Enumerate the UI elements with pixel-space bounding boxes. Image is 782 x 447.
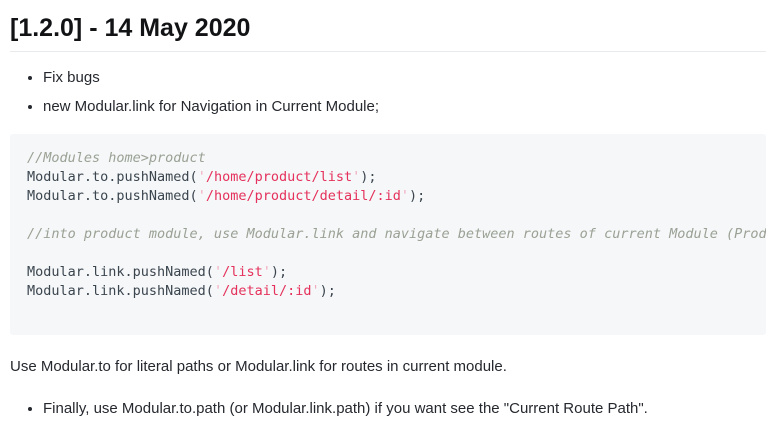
list-item: Finally, use Modular.to.path (or Modular…	[43, 399, 766, 419]
code-blank-line	[27, 206, 766, 225]
code-line: //Modules home>product	[27, 149, 766, 168]
section-divider	[10, 51, 766, 52]
code-text: Modular.link.pushNamed(	[27, 264, 214, 280]
code-comment: //Modules home>product	[27, 150, 206, 166]
changelog-section: [1.2.0] - 14 May 2020 Fix bugs new Modul…	[0, 14, 782, 419]
code-quote: '	[400, 188, 410, 204]
code-text: );	[360, 169, 377, 185]
code-string: /home/product/detail/:id	[205, 188, 401, 204]
notes-list: Finally, use Modular.to.path (or Modular…	[10, 399, 766, 419]
code-text: );	[319, 283, 336, 299]
code-blank-line	[27, 244, 766, 263]
code-text: );	[409, 188, 426, 204]
code-quote: '	[213, 264, 223, 280]
code-line: Modular.link.pushNamed('/list');	[27, 263, 766, 282]
code-text: Modular.to.pushNamed(	[27, 188, 198, 204]
body-paragraph: Use Modular.to for literal paths or Modu…	[10, 358, 507, 375]
list-item: Fix bugs	[43, 68, 766, 88]
code-quote: '	[262, 264, 271, 280]
code-quote: '	[352, 169, 361, 185]
code-comment: //into product module, use Modular.link …	[27, 226, 766, 242]
code-line: Modular.to.pushNamed('/home/product/list…	[27, 168, 766, 187]
code-text: Modular.link.pushNamed(	[27, 283, 214, 299]
changes-list: Fix bugs new Modular.link for Navigation…	[10, 68, 766, 117]
code-string: /home/product/list	[205, 169, 353, 185]
code-string: /detail/:id	[222, 283, 312, 299]
code-line: Modular.to.pushNamed('/home/product/deta…	[27, 187, 766, 206]
release-heading: [1.2.0] - 14 May 2020	[10, 14, 251, 42]
code-string: /list	[222, 264, 263, 280]
code-line: //into product module, use Modular.link …	[27, 225, 766, 244]
code-quote: '	[311, 283, 320, 299]
code-quote: '	[197, 188, 206, 204]
list-item: new Modular.link for Navigation in Curre…	[43, 97, 766, 117]
code-blank-line	[27, 301, 766, 320]
code-text: );	[270, 264, 288, 280]
code-text: Modular.to.pushNamed(	[27, 169, 198, 185]
code-line: Modular.link.pushNamed('/detail/:id');	[27, 282, 766, 301]
code-quote: '	[197, 169, 206, 185]
code-quote: '	[213, 283, 223, 299]
